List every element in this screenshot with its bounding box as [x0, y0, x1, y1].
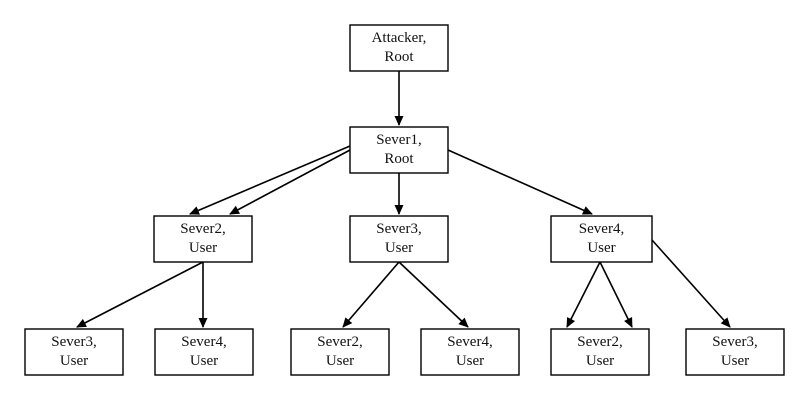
node-label-host: Sever4,: [447, 334, 492, 350]
edge-s4-to-l5: [566, 261, 601, 328]
node-label-host: Sever4,: [181, 334, 226, 350]
node-label-privilege: User: [189, 240, 217, 256]
node-label-host: Sever3,: [712, 334, 757, 350]
arrow-line: [447, 149, 593, 215]
node-label-host: Sever2,: [577, 334, 622, 350]
node-l4: Sever4, User: [420, 328, 520, 376]
node-label-host: Sever2,: [317, 334, 362, 350]
node-box: [349, 126, 449, 174]
node-label-privilege: User: [190, 353, 218, 369]
node-s1: Sever1, Root: [349, 126, 449, 174]
edge-s1-to-s4: [447, 149, 593, 215]
node-box: [349, 215, 449, 263]
arrow-line: [651, 239, 731, 328]
node-label-privilege: User: [587, 240, 615, 256]
arrow-line: [566, 261, 601, 328]
node-l3: Sever2, User: [290, 328, 390, 376]
node-box: [550, 215, 653, 263]
node-box: [420, 328, 520, 376]
node-label-privilege: User: [586, 353, 614, 369]
node-label-host: Sever2,: [180, 221, 225, 237]
node-label-privilege: User: [326, 353, 354, 369]
edge-s1-to-s2: [229, 149, 351, 215]
arrow-line: [76, 261, 204, 328]
node-s4: Sever4, User: [550, 215, 653, 263]
node-box: [550, 328, 650, 376]
arrow-line: [189, 145, 351, 215]
node-l5: Sever2, User: [550, 328, 650, 376]
node-label-privilege: User: [456, 353, 484, 369]
edge-s3-to-l3: [342, 261, 400, 328]
node-label-host: Attacker,: [372, 30, 427, 46]
node-box: [154, 328, 254, 376]
node-box: [24, 328, 124, 376]
node-l1: Sever3, User: [24, 328, 124, 376]
node-label-privilege: Root: [384, 49, 414, 65]
edge-s1-to-s2: [189, 145, 351, 215]
node-l6: Sever3, User: [685, 328, 785, 376]
edge-s2-to-l1: [76, 261, 204, 328]
node-label-host: Sever3,: [51, 334, 96, 350]
node-label-privilege: User: [721, 353, 749, 369]
edge-s4-to-l5: [599, 261, 633, 328]
node-label-host: Sever3,: [376, 221, 421, 237]
node-label-privilege: Root: [384, 151, 414, 167]
node-label-host: Sever4,: [579, 221, 624, 237]
edge-s3-to-l4: [398, 261, 469, 328]
node-label-privilege: User: [60, 353, 88, 369]
arrow-line: [229, 149, 351, 215]
nodes-layer: Attacker,RootSever1,RootSever2,UserSever…: [24, 24, 785, 376]
node-label-privilege: User: [385, 240, 413, 256]
node-box: [685, 328, 785, 376]
arrow-line: [342, 261, 400, 328]
node-l2: Sever4, User: [154, 328, 254, 376]
edge-s4-to-l6: [651, 239, 731, 328]
arrow-line: [398, 261, 469, 328]
node-s2: Sever2, User: [153, 215, 253, 263]
edges-layer: [76, 71, 731, 328]
node-attacker: Attacker, Root: [349, 24, 449, 72]
node-label-host: Sever1,: [376, 132, 421, 148]
arrow-line: [599, 261, 633, 328]
node-box: [349, 24, 449, 72]
node-box: [290, 328, 390, 376]
node-s3: Sever3, User: [349, 215, 449, 263]
node-box: [153, 215, 253, 263]
